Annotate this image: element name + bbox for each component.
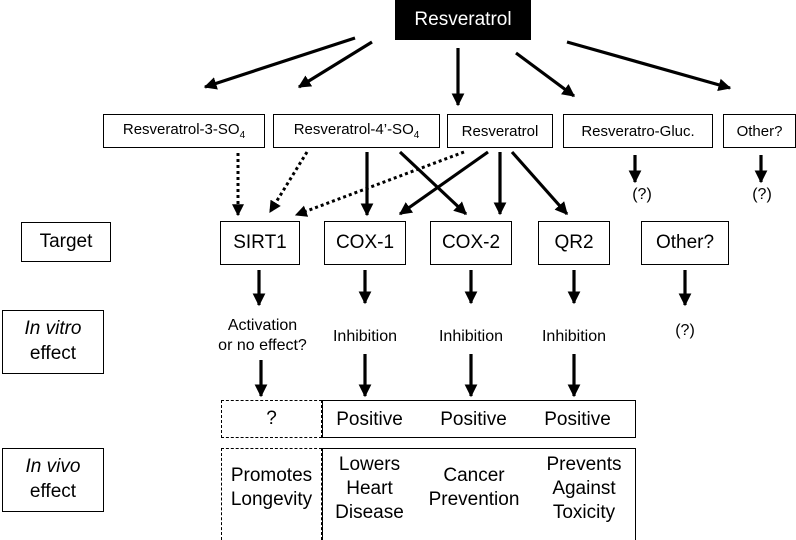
- metabolite-label: Resveratrol: [461, 122, 539, 140]
- row-label-in-vivo-italic: In vivo: [25, 456, 81, 478]
- effect-line: Against: [552, 477, 616, 499]
- target-label: COX-1: [335, 232, 395, 253]
- root-label: Resveratrol: [414, 9, 512, 30]
- effect-line: Cancer: [443, 465, 505, 486]
- outcome-positive-cox-1: Positive: [336, 409, 403, 430]
- metabolite-resveratrol-4-so4: Resveratrol-4’-SO4: [273, 114, 440, 148]
- arrow-resveratrol-to-cox-1: [398, 150, 489, 216]
- in-vitro-effect-other: (?): [675, 322, 695, 339]
- unknown-mark-gluc: (?): [632, 186, 652, 203]
- target-qr2: QR2: [538, 221, 610, 265]
- in-vivo-dashed-box: [221, 448, 322, 540]
- outcome-positive-cox-2: Positive: [440, 409, 507, 430]
- arrow-root-to-gluc: [515, 51, 576, 98]
- unknown-mark-other: (?): [752, 186, 772, 203]
- effect-line: or no effect?: [218, 337, 307, 354]
- target-label: SIRT1: [233, 232, 287, 253]
- effect-line: Activation: [227, 317, 298, 334]
- target-label: Other?: [655, 232, 715, 253]
- target-other: Other?: [641, 221, 729, 265]
- effect-line: Disease: [335, 501, 404, 523]
- target-cox-2: COX-2: [430, 221, 512, 265]
- outcome-unknown-box: ?: [221, 400, 322, 438]
- metabolite-other: Other?: [723, 114, 796, 148]
- arrow-4-so4-to-sirt1: [268, 151, 309, 214]
- effect-line: Prevention: [428, 488, 520, 510]
- effect-line: Longevity: [230, 488, 313, 510]
- row-label-in-vitro: In vitro effect: [2, 310, 104, 374]
- in-vivo-solid-box: [322, 448, 636, 540]
- target-label: COX-2: [441, 232, 501, 253]
- target-label: QR2: [554, 232, 594, 253]
- metabolite-label: Resveratrol-4’-SO4: [293, 121, 420, 141]
- target-cox-1: COX-1: [324, 221, 406, 265]
- arrows-layer: [203, 36, 768, 398]
- effect-line: Lowers: [338, 454, 401, 475]
- arrow-root-to-4-so4: [297, 40, 373, 89]
- metabolite-label: Resveratrol-3-SO4: [122, 121, 246, 141]
- arrow-resveratrol-to-sirt1: [294, 150, 465, 217]
- outcome-label: ?: [266, 408, 277, 429]
- arrow-root-to-other: [566, 40, 732, 92]
- outcome-positive-box: [322, 400, 636, 438]
- row-label-in-vivo-rest: effect: [29, 481, 77, 502]
- metabolite-resveratrol-3-so4: Resveratrol-3-SO4: [103, 114, 265, 148]
- metabolite-label: Other?: [736, 122, 783, 140]
- effect-line: Heart: [346, 477, 393, 499]
- row-label-in-vitro-italic: In vitro: [24, 318, 82, 340]
- metabolite-resveratro-gluc: Resveratro-Gluc.: [563, 114, 713, 148]
- row-label-in-vitro-rest: effect: [29, 343, 77, 364]
- target-sirt1: SIRT1: [220, 221, 300, 265]
- arrow-root-to-3-so4: [203, 36, 356, 90]
- arrow-4-so4-to-cox-2: [398, 150, 468, 216]
- outcome-positive-qr2: Positive: [544, 409, 611, 430]
- in-vitro-effect-sirt1: Activation or no effect?: [205, 316, 320, 356]
- in-vivo-effect-cox-1: Lowers Heart Disease: [322, 453, 417, 524]
- in-vivo-effect-cox-2: Cancer Prevention: [418, 464, 530, 512]
- metabolite-resveratrol: Resveratrol: [447, 114, 553, 148]
- in-vitro-effect-qr2: Inhibition: [541, 328, 607, 345]
- root-resveratrol-box: Resveratrol: [395, 0, 531, 40]
- in-vivo-effect-sirt1: Promotes Longevity: [221, 464, 322, 512]
- effect-line: Toxicity: [552, 501, 616, 523]
- arrow-resveratrol-to-qr2: [510, 150, 569, 216]
- metabolite-label: Resveratro-Gluc.: [581, 122, 695, 140]
- effect-line: Promotes: [230, 465, 313, 486]
- row-label-target-text: Target: [39, 231, 93, 252]
- in-vitro-effect-cox-1: Inhibition: [332, 328, 398, 345]
- effect-line: Prevents: [546, 454, 622, 475]
- row-label-target: Target: [21, 222, 111, 262]
- in-vitro-effect-cox-2: Inhibition: [438, 328, 504, 345]
- in-vivo-effect-qr2: Prevents Against Toxicity: [534, 453, 634, 524]
- row-label-in-vivo: In vivo effect: [2, 448, 104, 512]
